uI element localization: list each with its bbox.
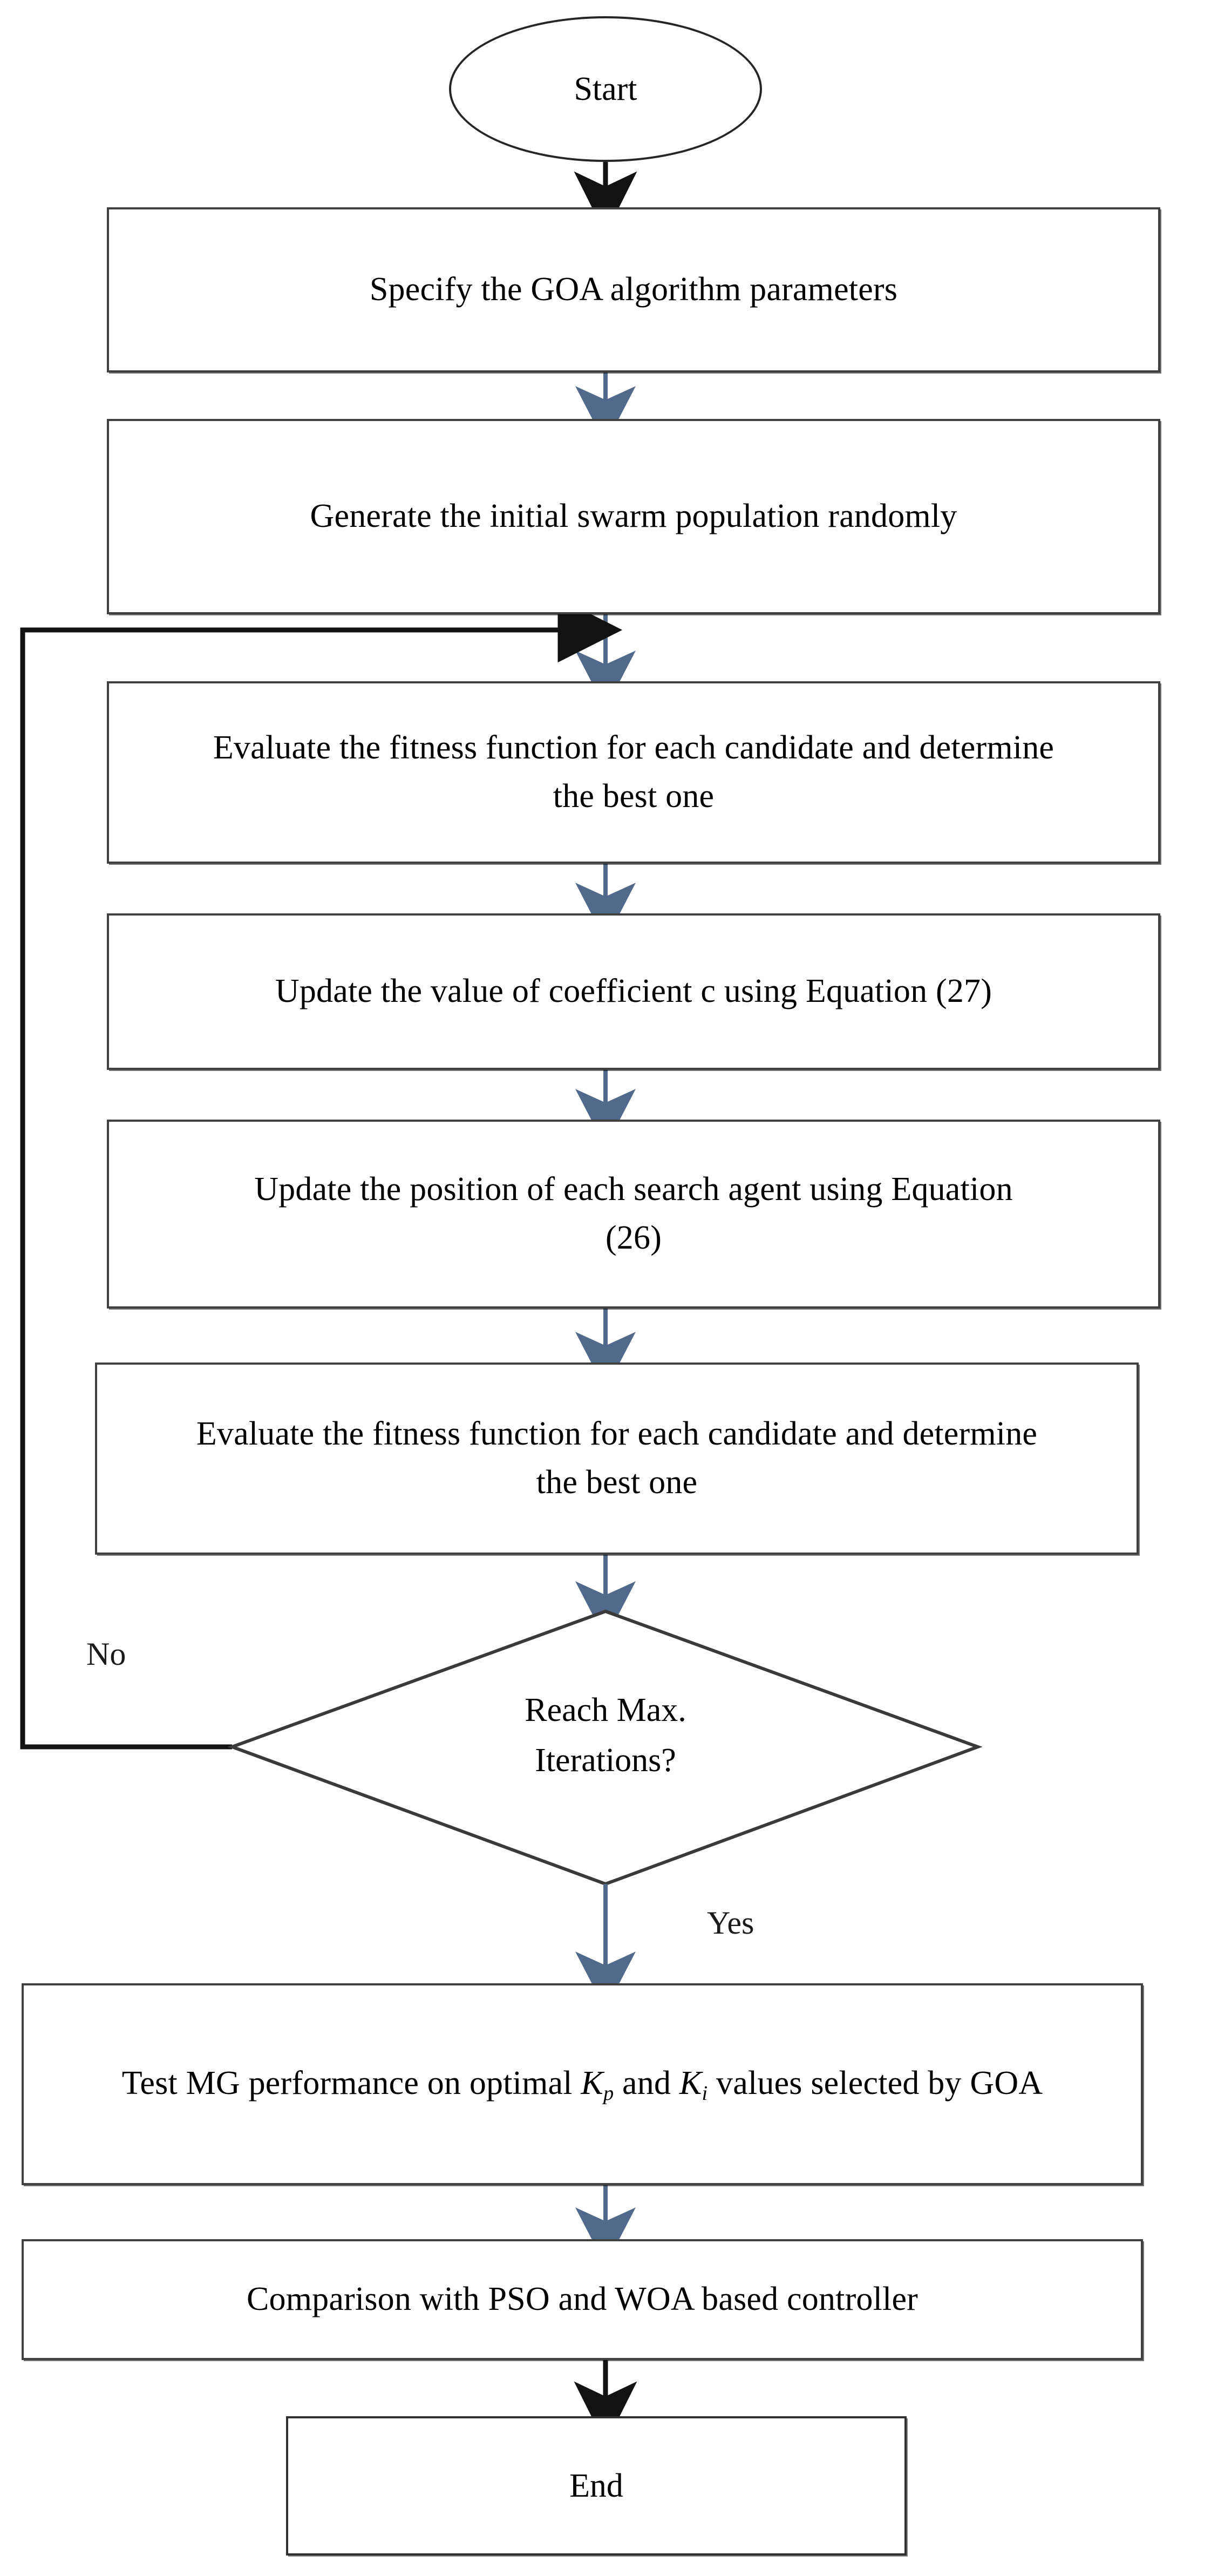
testmg-kp-subscript: p — [603, 2082, 614, 2105]
node-update-coefficient-c[interactable]: Update the value of coefficient c using … — [107, 913, 1160, 1070]
node-test-mg-performance-label: Test MG performance on optimal Kp and Ki… — [109, 2059, 1056, 2109]
testmg-ki-subscript: i — [702, 2082, 708, 2105]
node-decision-label-line1: Reach Max. — [525, 1692, 686, 1728]
node-evaluate-fitness-2-label: Evaluate the fitness function for each c… — [196, 1415, 1038, 1501]
node-generate-swarm-label: Generate the initial swarm population ra… — [310, 498, 957, 535]
node-evaluate-fitness-2[interactable]: Evaluate the fitness function for each c… — [95, 1362, 1139, 1555]
node-comparison[interactable]: Comparison with PSO and WOA based contro… — [22, 2239, 1143, 2360]
edge-label-yes: Yes — [707, 1905, 754, 1941]
edge-label-no: No — [86, 1636, 126, 1672]
node-evaluate-fitness-1-label: Evaluate the fitness function for each c… — [213, 729, 1054, 815]
testmg-text-pre: Test MG performance on optimal — [121, 2065, 581, 2102]
node-end[interactable]: End — [286, 2416, 907, 2555]
node-generate-swarm[interactable]: Generate the initial swarm population ra… — [107, 419, 1160, 614]
node-test-mg-performance[interactable]: Test MG performance on optimal Kp and Ki… — [22, 1983, 1143, 2185]
node-update-position[interactable]: Update the position of each search agent… — [107, 1120, 1160, 1309]
node-start-label: Start — [574, 70, 637, 107]
node-update-position-label: Update the position of each search agent… — [254, 1171, 1013, 1256]
testmg-text-mid: and — [614, 2065, 679, 2102]
node-decision-label[interactable]: Reach Max. Iterations? — [438, 1685, 773, 1786]
node-evaluate-fitness-1[interactable]: Evaluate the fitness function for each c… — [107, 681, 1160, 864]
node-end-label: End — [569, 2467, 623, 2504]
node-decision-label-line2: Iterations? — [535, 1742, 676, 1779]
testmg-text-line2: selected by GOA — [811, 2065, 1043, 2102]
testmg-kp-symbol: K — [581, 2065, 603, 2102]
node-specify-parameters[interactable]: Specify the GOA algorithm parameters — [107, 207, 1160, 372]
testmg-text-post: values — [707, 2065, 802, 2102]
node-comparison-label: Comparison with PSO and WOA based contro… — [246, 2281, 919, 2318]
node-start[interactable]: Start — [449, 16, 762, 162]
node-specify-parameters-label: Specify the GOA algorithm parameters — [369, 271, 898, 308]
node-update-coefficient-c-label: Update the value of coefficient c using … — [275, 973, 992, 1010]
testmg-ki-symbol: K — [679, 2065, 702, 2102]
